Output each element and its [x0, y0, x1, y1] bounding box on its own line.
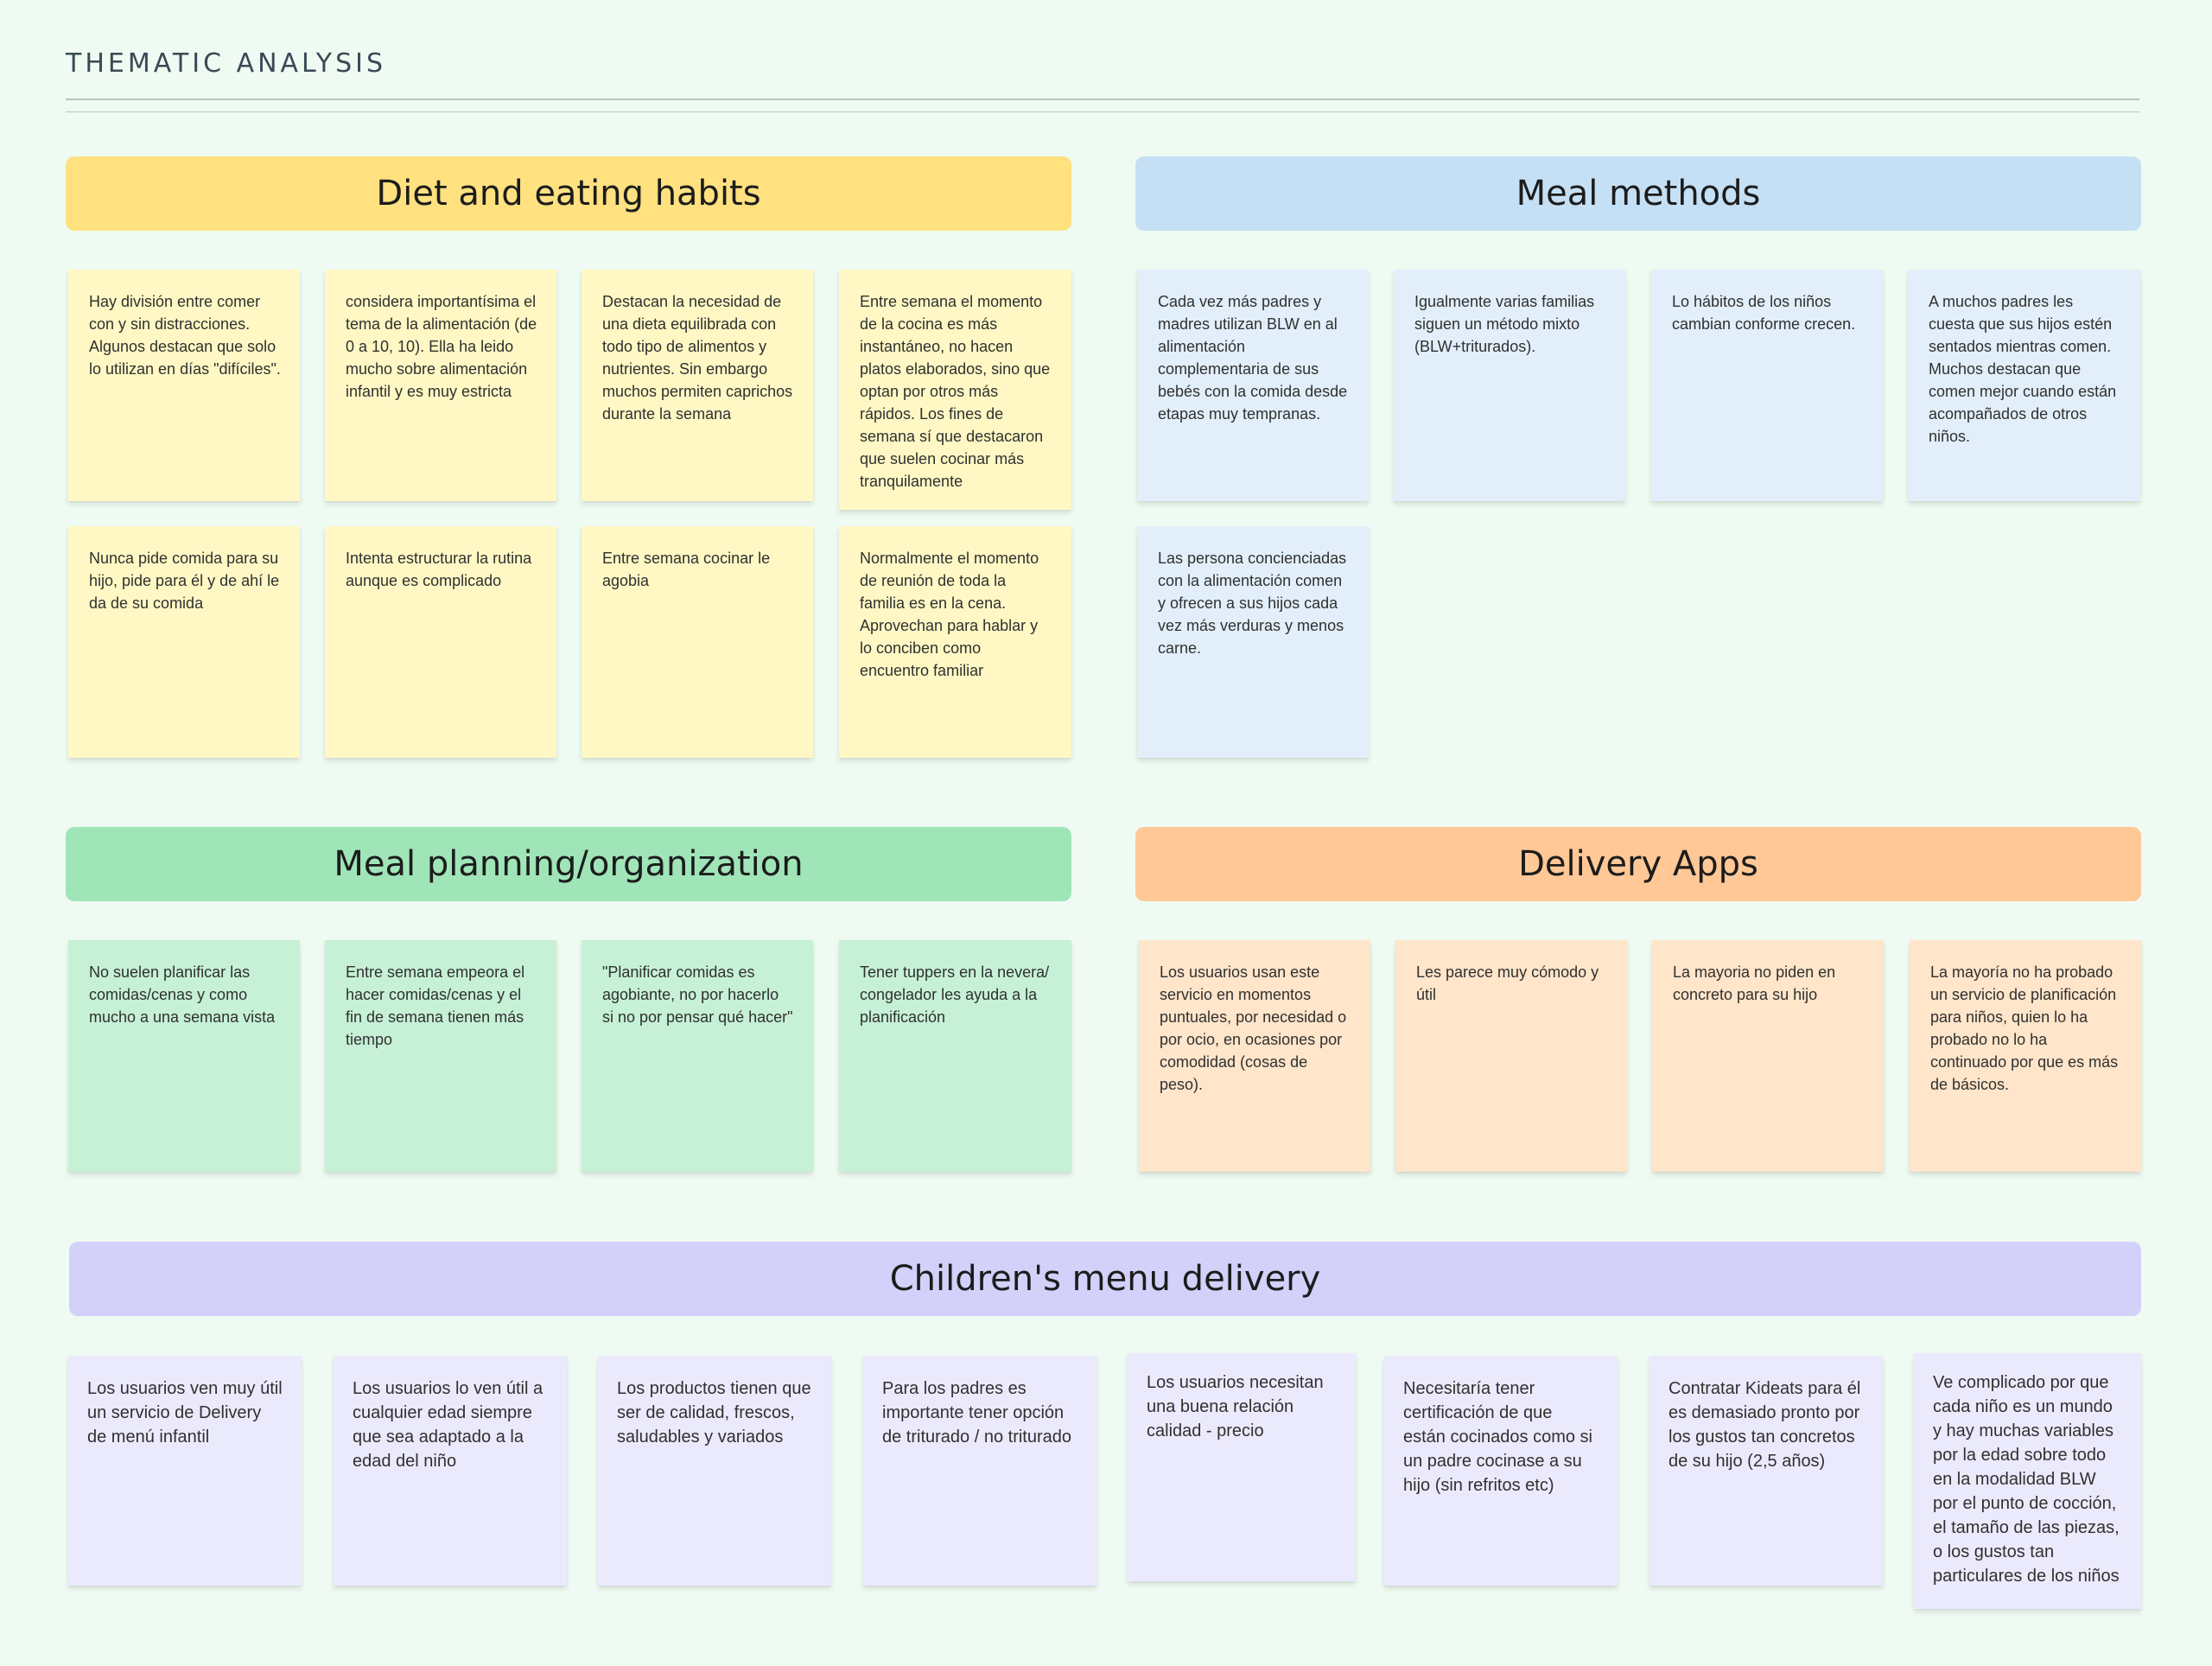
sticky-note[interactable]: Igualmente varias familias siguen un mét…: [1394, 270, 1625, 501]
group-header-childrens-menu-delivery[interactable]: Children's menu delivery: [69, 1242, 2141, 1316]
sticky-note[interactable]: Los usuarios usan este servicio en momen…: [1139, 940, 1370, 1172]
sticky-note[interactable]: Contratar Kideats para él es demasiado p…: [1649, 1356, 1883, 1586]
sticky-note[interactable]: A muchos padres les cuesta que sus hijos…: [1908, 270, 2140, 501]
sticky-note[interactable]: Ve complicado por que cada niño es un mu…: [1914, 1353, 2141, 1609]
sticky-note[interactable]: Las persona concienciadas con la aliment…: [1137, 526, 1369, 758]
page-title: THEMATIC ANALYSIS: [66, 48, 387, 79]
title-divider-thin: [66, 111, 2139, 112]
group-header-diet[interactable]: Diet and eating habits: [66, 156, 1071, 231]
sticky-note[interactable]: Los usuarios ven muy útil un servicio de…: [68, 1356, 302, 1586]
sticky-note[interactable]: Les parece muy cómodo y útil: [1395, 940, 1627, 1172]
sticky-note[interactable]: Intenta estructurar la rutina aunque es …: [325, 526, 556, 758]
sticky-note[interactable]: Normalmente el momento de reunión de tod…: [839, 526, 1071, 758]
sticky-note[interactable]: Los usuarios lo ven útil a cualquier eda…: [334, 1356, 567, 1586]
sticky-note[interactable]: No suelen planificar las comidas/cenas y…: [68, 940, 300, 1172]
sticky-note[interactable]: Los productos tienen que ser de calidad,…: [598, 1356, 831, 1586]
sticky-note[interactable]: Nunca pide comida para su hijo, pide par…: [68, 526, 300, 758]
sticky-note[interactable]: Necesitaría tener certificación de que e…: [1384, 1356, 1618, 1586]
group-header-meal-methods[interactable]: Meal methods: [1135, 156, 2141, 231]
sticky-note[interactable]: Para los padres es importante tener opci…: [863, 1356, 1096, 1586]
sticky-note[interactable]: La mayoria no piden en concreto para su …: [1652, 940, 1884, 1172]
sticky-note[interactable]: Entre semana el momento de la cocina es …: [839, 270, 1071, 510]
sticky-note[interactable]: Hay división entre comer con y sin distr…: [68, 270, 300, 501]
sticky-note[interactable]: Entre semana cocinar le agobia: [582, 526, 813, 758]
sticky-note[interactable]: Tener tuppers en la nevera/ congelador l…: [839, 940, 1071, 1172]
group-header-planning[interactable]: Meal planning/organization: [66, 827, 1071, 901]
sticky-note[interactable]: Los usuarios necesitan una buena relació…: [1128, 1353, 1356, 1581]
sticky-note[interactable]: Cada vez más padres y madres utilizan BL…: [1137, 270, 1369, 501]
sticky-note[interactable]: Lo hábitos de los niños cambian conforme…: [1651, 270, 1883, 501]
sticky-note[interactable]: considera importantísima el tema de la a…: [325, 270, 556, 501]
sticky-note[interactable]: La mayoría no ha probado un servicio de …: [1910, 940, 2141, 1172]
sticky-note[interactable]: Destacan la necesidad de una dieta equil…: [582, 270, 813, 501]
sticky-note[interactable]: "Planificar comidas es agobiante, no por…: [582, 940, 813, 1172]
group-header-delivery-apps[interactable]: Delivery Apps: [1135, 827, 2141, 901]
title-divider: [66, 99, 2139, 100]
sticky-note[interactable]: Entre semana empeora el hacer comidas/ce…: [325, 940, 556, 1172]
